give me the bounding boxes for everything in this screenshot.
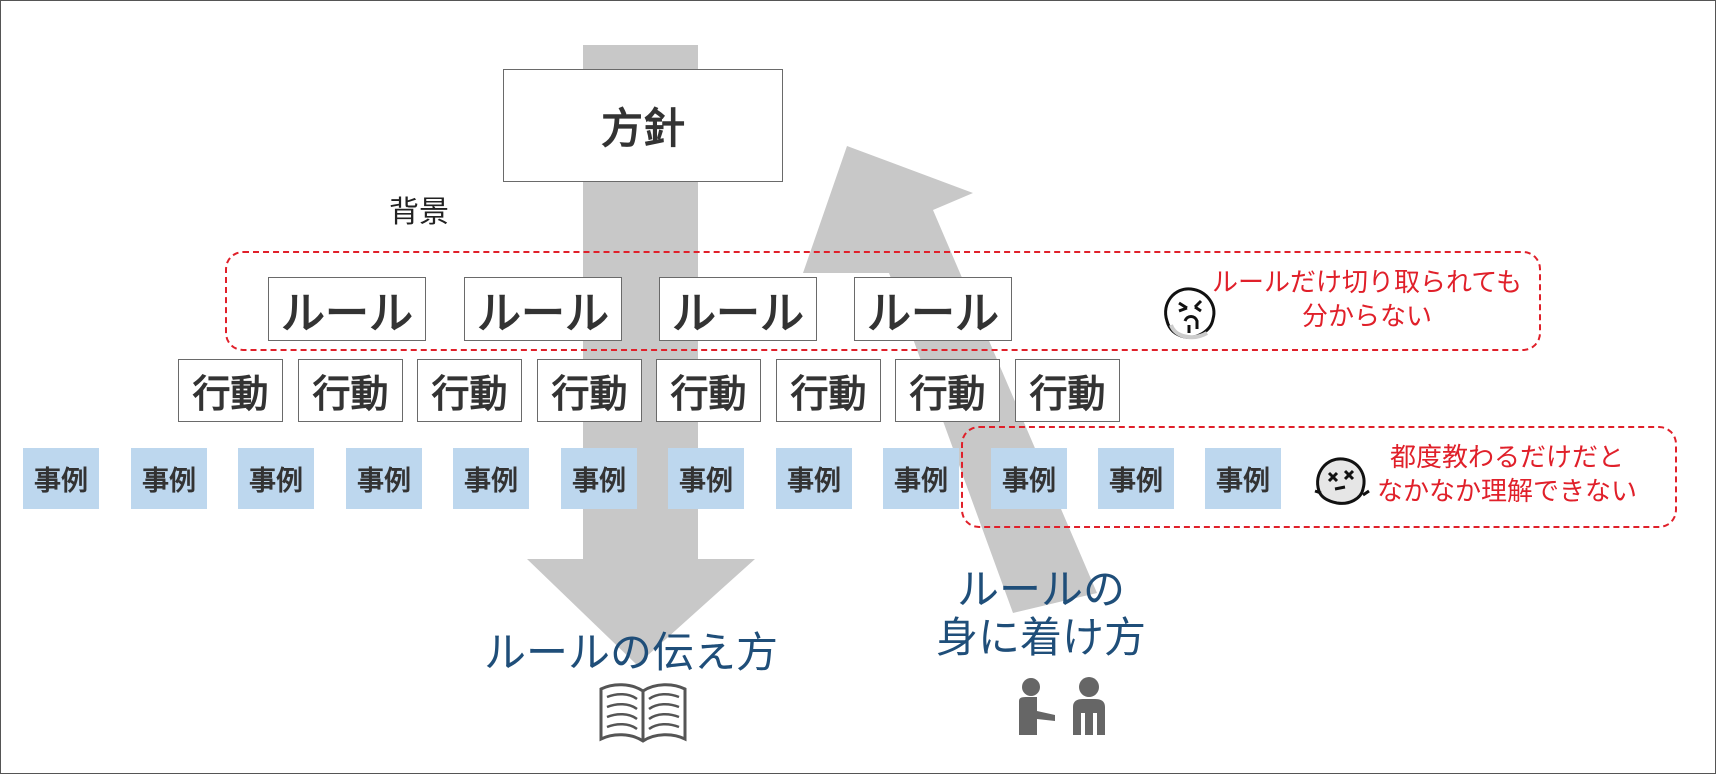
action-box: 行動	[298, 359, 403, 422]
case-box: 事例	[23, 448, 99, 509]
case-box: 事例	[1205, 448, 1281, 509]
case-box: 事例	[991, 448, 1067, 509]
action-box: 行動	[537, 359, 642, 422]
background-label: 背景	[389, 195, 449, 230]
case-box: 事例	[346, 448, 422, 509]
cases-dashed-region	[961, 426, 1677, 528]
rule-box: ルール	[464, 277, 622, 341]
down-arrow	[527, 45, 755, 665]
case-box: 事例	[883, 448, 959, 509]
confused-face-icon	[1164, 287, 1216, 340]
cases-note: 都度教わるだけだと なかなか理解できない	[1376, 443, 1637, 507]
action-box: 行動	[776, 359, 881, 422]
case-box: 事例	[561, 448, 637, 509]
two-people-teaching-icon	[1019, 677, 1105, 735]
rules-dashed-region	[225, 251, 1541, 351]
case-box: 事例	[238, 448, 314, 509]
learn-method-label: ルールの 身に着け方	[935, 565, 1146, 662]
rule-box: ルール	[268, 277, 426, 341]
rule-box: ルール	[659, 277, 817, 341]
case-box: 事例	[131, 448, 207, 509]
action-box: 行動	[895, 359, 1000, 422]
case-box: 事例	[776, 448, 852, 509]
action-box: 行動	[417, 359, 522, 422]
action-box: 行動	[178, 359, 283, 422]
open-book-icon	[599, 683, 687, 743]
case-box: 事例	[668, 448, 744, 509]
action-box: 行動	[1015, 359, 1120, 422]
rules-note: ルールだけ切り取られても 分からない	[1212, 268, 1522, 332]
rule-box: ルール	[854, 277, 1012, 341]
policy-box: 方針	[503, 69, 783, 182]
teach-method-label: ルールの伝え方	[483, 628, 778, 677]
case-box: 事例	[453, 448, 529, 509]
action-box: 行動	[656, 359, 761, 422]
case-box: 事例	[1098, 448, 1174, 509]
dizzy-face-icon	[1314, 457, 1370, 505]
